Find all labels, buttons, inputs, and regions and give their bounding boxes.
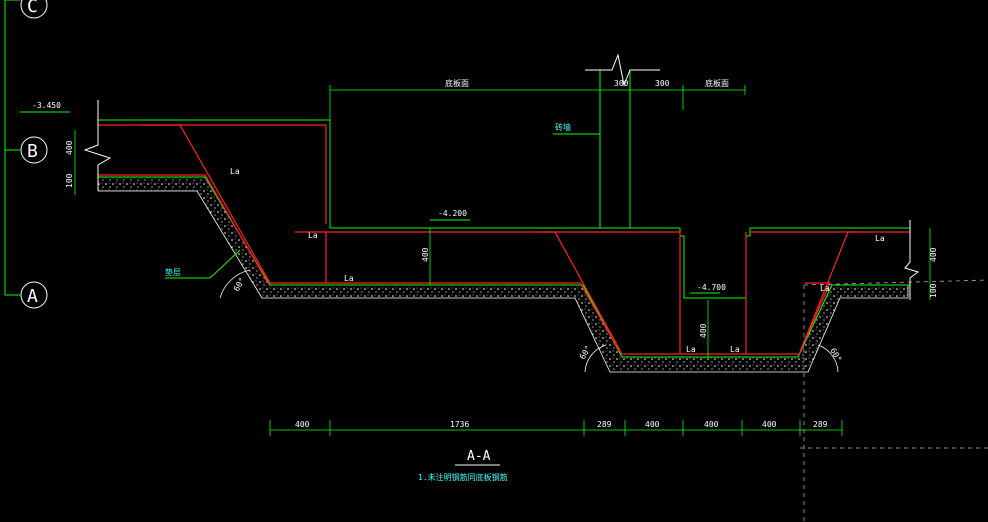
bottom-dim-6: 400 (762, 420, 777, 429)
wall-label: 砖墙 (555, 122, 571, 132)
elevation-top-left: -3.450 (32, 101, 61, 110)
axis-grid: C B A (4, 0, 48, 309)
break-line (585, 53, 660, 87)
thick-right-100: 100 (929, 283, 938, 298)
thick-left-400: 400 (65, 140, 74, 155)
note-text: 1.未注明钢筋同底板钢筋 (418, 472, 508, 482)
elevation-mid: -4.200 (438, 209, 467, 218)
axis-label-a: A (27, 286, 38, 307)
thick-left-100: 100 (65, 173, 74, 188)
bottom-dim-1: 400 (295, 420, 310, 429)
la-label-2: La (344, 274, 354, 283)
thick-mid-400: 400 (421, 247, 430, 262)
bottom-dim-3: 289 (597, 420, 612, 429)
rebar (98, 124, 910, 355)
axis-bubble-b: B (20, 136, 48, 164)
bottom-dim-2: 1736 (450, 420, 469, 429)
break-line-right (904, 220, 920, 300)
bottom-dim-7: 289 (813, 420, 828, 429)
top-dim-right-span: 底板面 (705, 78, 729, 88)
la-label-3: La (308, 231, 318, 240)
dimensions (74, 85, 931, 436)
axis-label-c: C (27, 0, 38, 17)
top-dim-300b: 300 (655, 79, 670, 88)
angle-mid: 60° (578, 344, 593, 361)
top-dim-left-span: 底板面 (445, 78, 469, 88)
thick-right-400: 400 (929, 247, 938, 262)
cushion-layer (97, 176, 909, 373)
break-line-left (83, 100, 112, 190)
la-label-7: La (820, 284, 830, 293)
axis-bubble-c: C (20, 0, 48, 19)
angle-left: 60° (232, 276, 247, 293)
la-label-1: La (230, 167, 240, 176)
axis-bubble-a: A (20, 281, 48, 309)
bottom-dim-5: 400 (704, 420, 719, 429)
dashed-guides (800, 279, 988, 522)
la-label-5: La (730, 345, 740, 354)
bottom-dim-4: 400 (645, 420, 660, 429)
axis-label-b: B (27, 141, 38, 162)
angle-right: 60° (828, 347, 843, 364)
la-label-4: La (686, 345, 696, 354)
bottom-dim-labels: 400 1736 289 400 400 400 289 (295, 420, 828, 429)
top-dim-300a: 300 (614, 79, 629, 88)
elevation-pit: -4.700 (697, 283, 726, 292)
section-title: A-A (467, 449, 491, 464)
la-label-6: La (875, 234, 885, 243)
thick-pit-400: 400 (699, 323, 708, 338)
angle-arcs (219, 269, 839, 373)
cushion-label: 垫层 (165, 267, 181, 277)
